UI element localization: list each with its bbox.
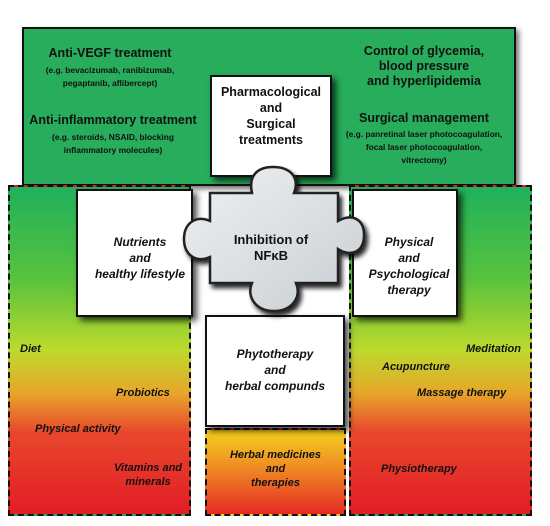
left-item-probiotics: Probiotics xyxy=(116,387,170,399)
nutrients-box xyxy=(76,189,193,317)
right-item-meditation: Meditation xyxy=(466,343,521,355)
phytotherapy-label: Phytotherapy and herbal compunds xyxy=(224,347,325,393)
left-item-physical-activity: Physical activity xyxy=(35,423,121,435)
anti-vegf-title: Anti-VEGF treatment xyxy=(48,46,172,60)
physical-label: Physical and Psychological therapy xyxy=(368,235,450,297)
anti-vegf-examples: (e.g. bevacizumab, ranibizumab, pegaptan… xyxy=(45,65,175,88)
right-item-acupuncture: Acupuncture xyxy=(382,361,450,373)
anti-inflammatory-examples: (e.g. steroids, NSAID, blocking inflamma… xyxy=(52,132,174,155)
surgical-management-title: Surgical management xyxy=(359,111,489,125)
surgical-management-examples: (e.g. panretinal laser photocoagulation,… xyxy=(345,129,503,165)
phytotherapy-box xyxy=(205,315,345,427)
puzzle-piece-icon xyxy=(182,165,366,313)
bottom-gradient-panel xyxy=(205,428,346,516)
anti-inflammatory-title: Anti-inflammatory treatment xyxy=(29,113,197,127)
left-item-diet: Diet xyxy=(20,343,41,355)
left-item-vitamins: Vitamins and minerals xyxy=(113,462,183,488)
center-label: Inhibition of NFκB xyxy=(233,232,309,263)
bottom-item-herbal-medicines: Herbal medicines and therapies xyxy=(229,449,322,489)
pharmacological-label: Pharmacological and Surgical treatments xyxy=(220,85,322,147)
right-item-physiotherapy: Physiotherapy xyxy=(381,463,457,475)
right-item-massage-therapy: Massage therapy xyxy=(417,387,507,399)
nutrients-label: Nutrients and healthy lifestyle xyxy=(94,235,186,281)
control-glycemia-title: Control of glycemia, blood pressure and … xyxy=(363,44,485,88)
